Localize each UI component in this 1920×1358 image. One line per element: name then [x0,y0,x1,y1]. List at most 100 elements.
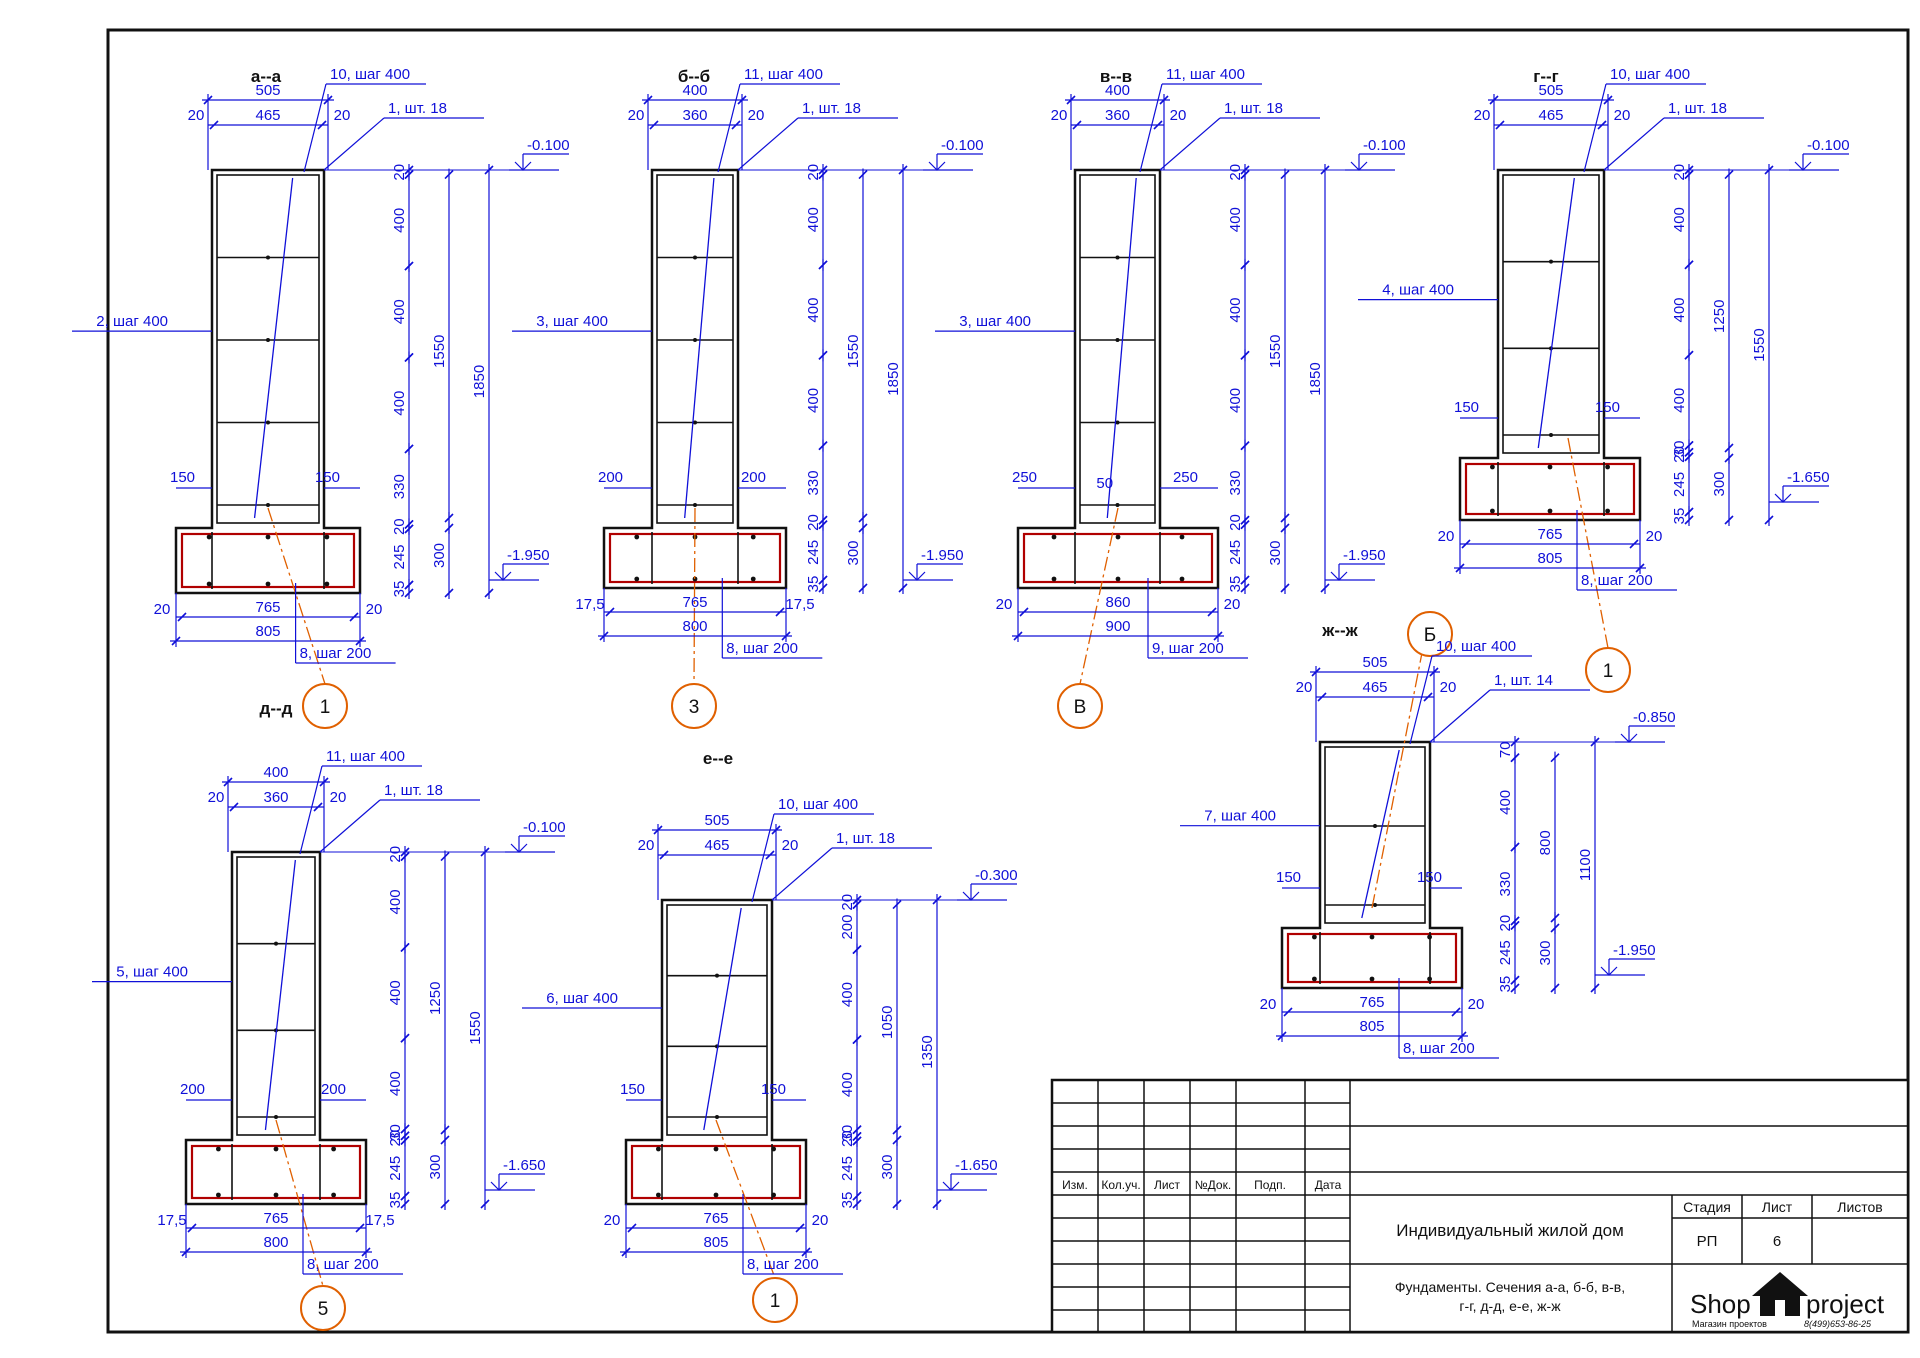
dim-tick [1153,120,1163,130]
level-bottom: -1.650 [503,1157,546,1174]
axis-label: 1 [770,1291,781,1312]
dim-top-width: 400 [682,82,707,99]
dim-ledge-mid: 50 [1096,475,1113,492]
dim-tick [177,612,187,622]
dim-tick [1423,692,1433,702]
dim-tick [484,165,494,175]
axis-label: 1 [320,697,331,718]
dim-base-side-right: 20 [1224,596,1241,613]
col-doc: №Док. [1195,1178,1231,1192]
dim-ledge-left: 250 [1012,469,1037,486]
dim-height-full: 1350 [919,1035,936,1068]
level-top: -0.100 [527,137,570,154]
dim-ledge-left: 150 [1276,869,1301,886]
axis-line [1371,611,1431,909]
rebar-dot [1179,576,1185,582]
callout-bottom: 8, шаг 200 [300,645,372,662]
dim-base-width: 900 [1105,618,1130,635]
rebar-dot [266,255,270,260]
col-izm: Изм. [1062,1178,1088,1192]
footing-rebar-cage [1022,532,1214,584]
callout-bottom: 8, шаг 200 [1403,1040,1475,1057]
dim-height: 400 [805,298,822,323]
dim-tick [1684,260,1694,270]
dim-height-base: 300 [879,1154,896,1179]
dim-top-side-right: 20 [782,837,799,854]
dim-tick [187,1223,197,1233]
dim-tick [400,1199,410,1209]
logo-left: Shop [1690,1289,1751,1319]
dim-top-inner: 465 [255,107,280,124]
dim-tick [892,1199,902,1209]
callout-side: 5, шаг 400 [116,964,188,981]
rebar-dot [693,503,697,507]
dim-height-base: 300 [431,543,448,568]
rebar-dot [1115,503,1120,507]
dim-ledge-right: 250 [1173,469,1198,486]
dim-height-full: 1550 [1751,328,1768,361]
stem-cage [236,856,316,1136]
dim-tick [1429,667,1439,677]
callout-bottom: 8, шаг 200 [307,1256,379,1273]
rebar-dot [1373,903,1377,907]
sheet-title-line1: Фундаменты. Сечения а-а, б-б, в-в, [1395,1279,1625,1295]
dim-tick [1724,443,1734,453]
dim-tick [319,777,329,787]
dim-top-side-left: 20 [1296,679,1313,696]
diagonal-leader [1361,749,1400,919]
dim-tick [323,95,333,105]
diagonal-leader [703,907,742,1131]
rebar-dot [656,1146,661,1152]
stem-cage [656,174,734,524]
rebar-dot [1549,259,1553,264]
dim-height: 330 [1497,871,1514,896]
dim-ledge-left: 200 [598,469,623,486]
dim-top-width: 400 [1105,82,1130,99]
sheet-label: Лист [1762,1199,1793,1215]
dim-tick [932,1199,942,1209]
rebar-dot [1115,338,1120,342]
dim-top-width: 505 [255,82,280,99]
dim-ledge-right: 150 [1595,399,1620,416]
dim-tick [852,1035,862,1045]
dim-tick [1277,1031,1287,1041]
level-bottom: -1.650 [1787,469,1830,486]
dim-tick [1684,515,1694,525]
level-top: -0.100 [523,819,566,836]
callout-side: 6, шаг 400 [546,990,618,1007]
dim-base-width: 800 [682,618,707,635]
dim-height: 35 [805,576,822,593]
dim-tick [852,899,862,910]
dim-tick [313,802,323,812]
rebar-dot [1373,824,1377,828]
dim-base-inner: 765 [703,1210,728,1227]
dim-base-side-left: 20 [996,596,1013,613]
dim-base-side-left: 17,5 [575,596,604,613]
dim-tick [1495,120,1505,130]
dim-tick [1550,753,1560,763]
dim-tick [731,120,741,130]
dim-height: 35 [1497,976,1514,993]
callout-top: 10, шаг 400 [1436,638,1516,655]
diagonal-leader [264,859,297,1131]
rebar-dot [1427,976,1432,982]
dim-tick [649,120,659,130]
dim-base-side-left: 20 [154,601,171,618]
rebar-dot [273,1192,279,1198]
dim-base-side-right: 20 [812,1212,829,1229]
dim-tick [1240,520,1250,530]
rebar-dot [656,1192,661,1198]
dim-tick [400,851,410,862]
dim-tick [1510,842,1520,852]
dim-tick [627,1223,637,1233]
dim-ledge-right: 150 [315,469,340,486]
dim-tick [444,513,454,523]
callout-corner: 1, шт. 18 [384,782,443,799]
dim-tick [1019,607,1029,617]
axis-line [267,507,326,685]
dim-tick [1240,350,1250,360]
dim-height-total: 1550 [1267,335,1284,368]
dim-base-width: 805 [1537,550,1562,567]
dim-tick [898,583,908,593]
